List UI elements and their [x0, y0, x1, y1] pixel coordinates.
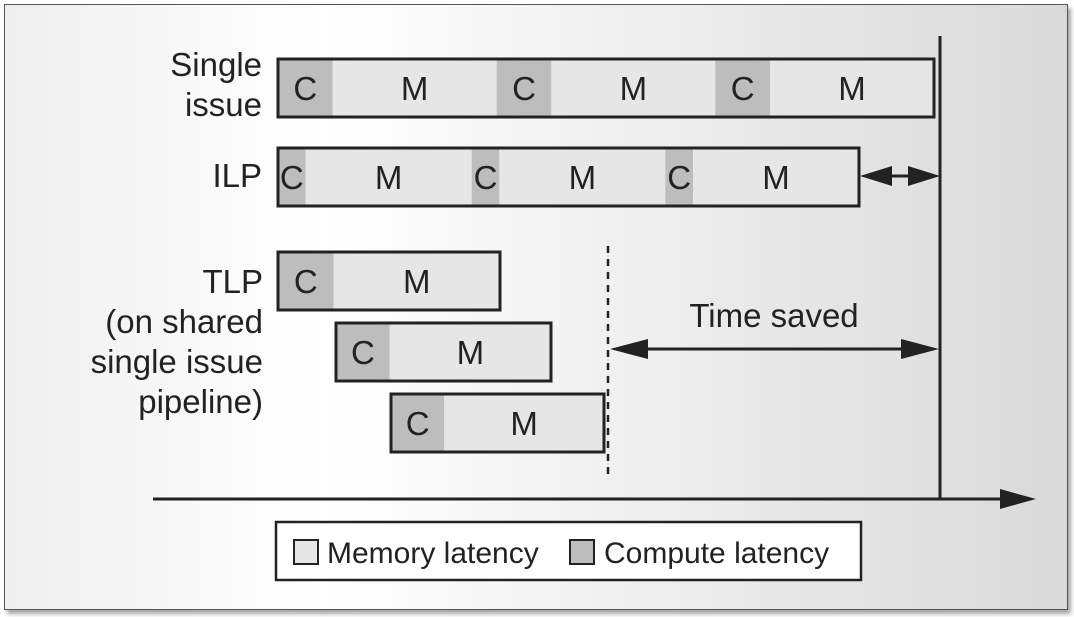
- single-issue-compute-letter: C: [512, 70, 536, 107]
- tlp-thread-2-bar-outline: [334, 321, 553, 383]
- single-issue-label-line-2: issue: [184, 86, 262, 123]
- tlp-thread-1-memory-segment: [333, 252, 500, 310]
- ilp-compute-segment: [665, 148, 693, 206]
- tlp-thread-3-bar-outline: [389, 392, 606, 454]
- tlp-label-line-1: TLP: [202, 263, 263, 300]
- single-issue-label-line-1: Single: [170, 46, 262, 83]
- ilp-memory-segment: [499, 148, 666, 206]
- single-issue-label: Single issue: [60, 45, 262, 125]
- tlp-thread-1-compute-segment: [278, 252, 334, 310]
- tlp-label-line-2: (on shared: [105, 303, 263, 340]
- ilp-gap-arrowhead-right: [908, 166, 940, 186]
- single-issue-memory-segment: [551, 59, 716, 117]
- single-issue-compute-segment: [715, 59, 770, 117]
- ilp-gap-arrowhead-left: [860, 166, 892, 186]
- single-issue-memory-segment: [770, 59, 934, 117]
- tlp-label-line-3: single issue: [90, 343, 263, 380]
- ilp-memory-segment: [693, 148, 859, 206]
- ilp-label: ILP: [212, 157, 262, 194]
- single-issue-compute-segment: [496, 59, 552, 117]
- ilp-compute-letter: C: [474, 159, 498, 196]
- legend-memory-swatch: [293, 539, 319, 565]
- tlp-thread-3-compute-letter: C: [406, 405, 430, 442]
- single-issue-memory-letter: M: [401, 70, 429, 107]
- tlp-thread-2-memory-letter: M: [457, 334, 485, 371]
- ilp-compute-letter: C: [280, 159, 304, 196]
- time-saved-arrowhead-right: [901, 339, 939, 359]
- ilp-memory-letter: M: [375, 159, 403, 196]
- single-issue-compute-letter: C: [731, 70, 755, 107]
- single-issue-memory-letter: M: [620, 70, 648, 107]
- tlp-label: TLP (on shared single issue pipeline): [40, 262, 263, 422]
- tlp-thread-1-bar-outline: [276, 250, 502, 312]
- legend-compute-label: Compute latency: [604, 537, 829, 570]
- single-issue-memory-segment: [332, 59, 497, 117]
- tlp-thread-2-memory-segment: [389, 323, 551, 381]
- ilp-memory-letter: M: [762, 159, 790, 196]
- time-axis-arrowhead: [1000, 489, 1036, 509]
- tlp-thread-2-compute-letter: C: [351, 334, 375, 371]
- legend-memory-label: Memory latency: [327, 537, 539, 570]
- single-issue-bar-outline: [276, 57, 936, 119]
- tlp-thread-1-memory-letter: M: [403, 263, 431, 300]
- legend-compute-swatch: [569, 539, 595, 565]
- tlp-thread-3-compute-segment: [391, 394, 445, 452]
- tlp-thread-1-compute-letter: C: [294, 263, 318, 300]
- tlp-thread-2-compute-segment: [336, 323, 390, 381]
- tlp-thread-3-memory-letter: M: [510, 405, 538, 442]
- ilp-bar-outline: [276, 146, 861, 208]
- legend-box: [274, 520, 863, 582]
- single-issue-compute-letter: C: [293, 70, 317, 107]
- tlp-label-line-4: pipeline): [138, 383, 263, 420]
- ilp-compute-segment: [471, 148, 500, 206]
- ilp-compute-segment: [278, 148, 306, 206]
- single-issue-memory-letter: M: [838, 70, 866, 107]
- time-saved-arrowhead-left: [610, 339, 648, 359]
- ilp-compute-letter: C: [667, 159, 691, 196]
- tlp-thread-3-memory-segment: [444, 394, 604, 452]
- ilp-memory-letter: M: [569, 159, 597, 196]
- time-saved-label: Time saved: [689, 297, 858, 334]
- single-issue-compute-segment: [278, 59, 333, 117]
- ilp-memory-segment: [305, 148, 472, 206]
